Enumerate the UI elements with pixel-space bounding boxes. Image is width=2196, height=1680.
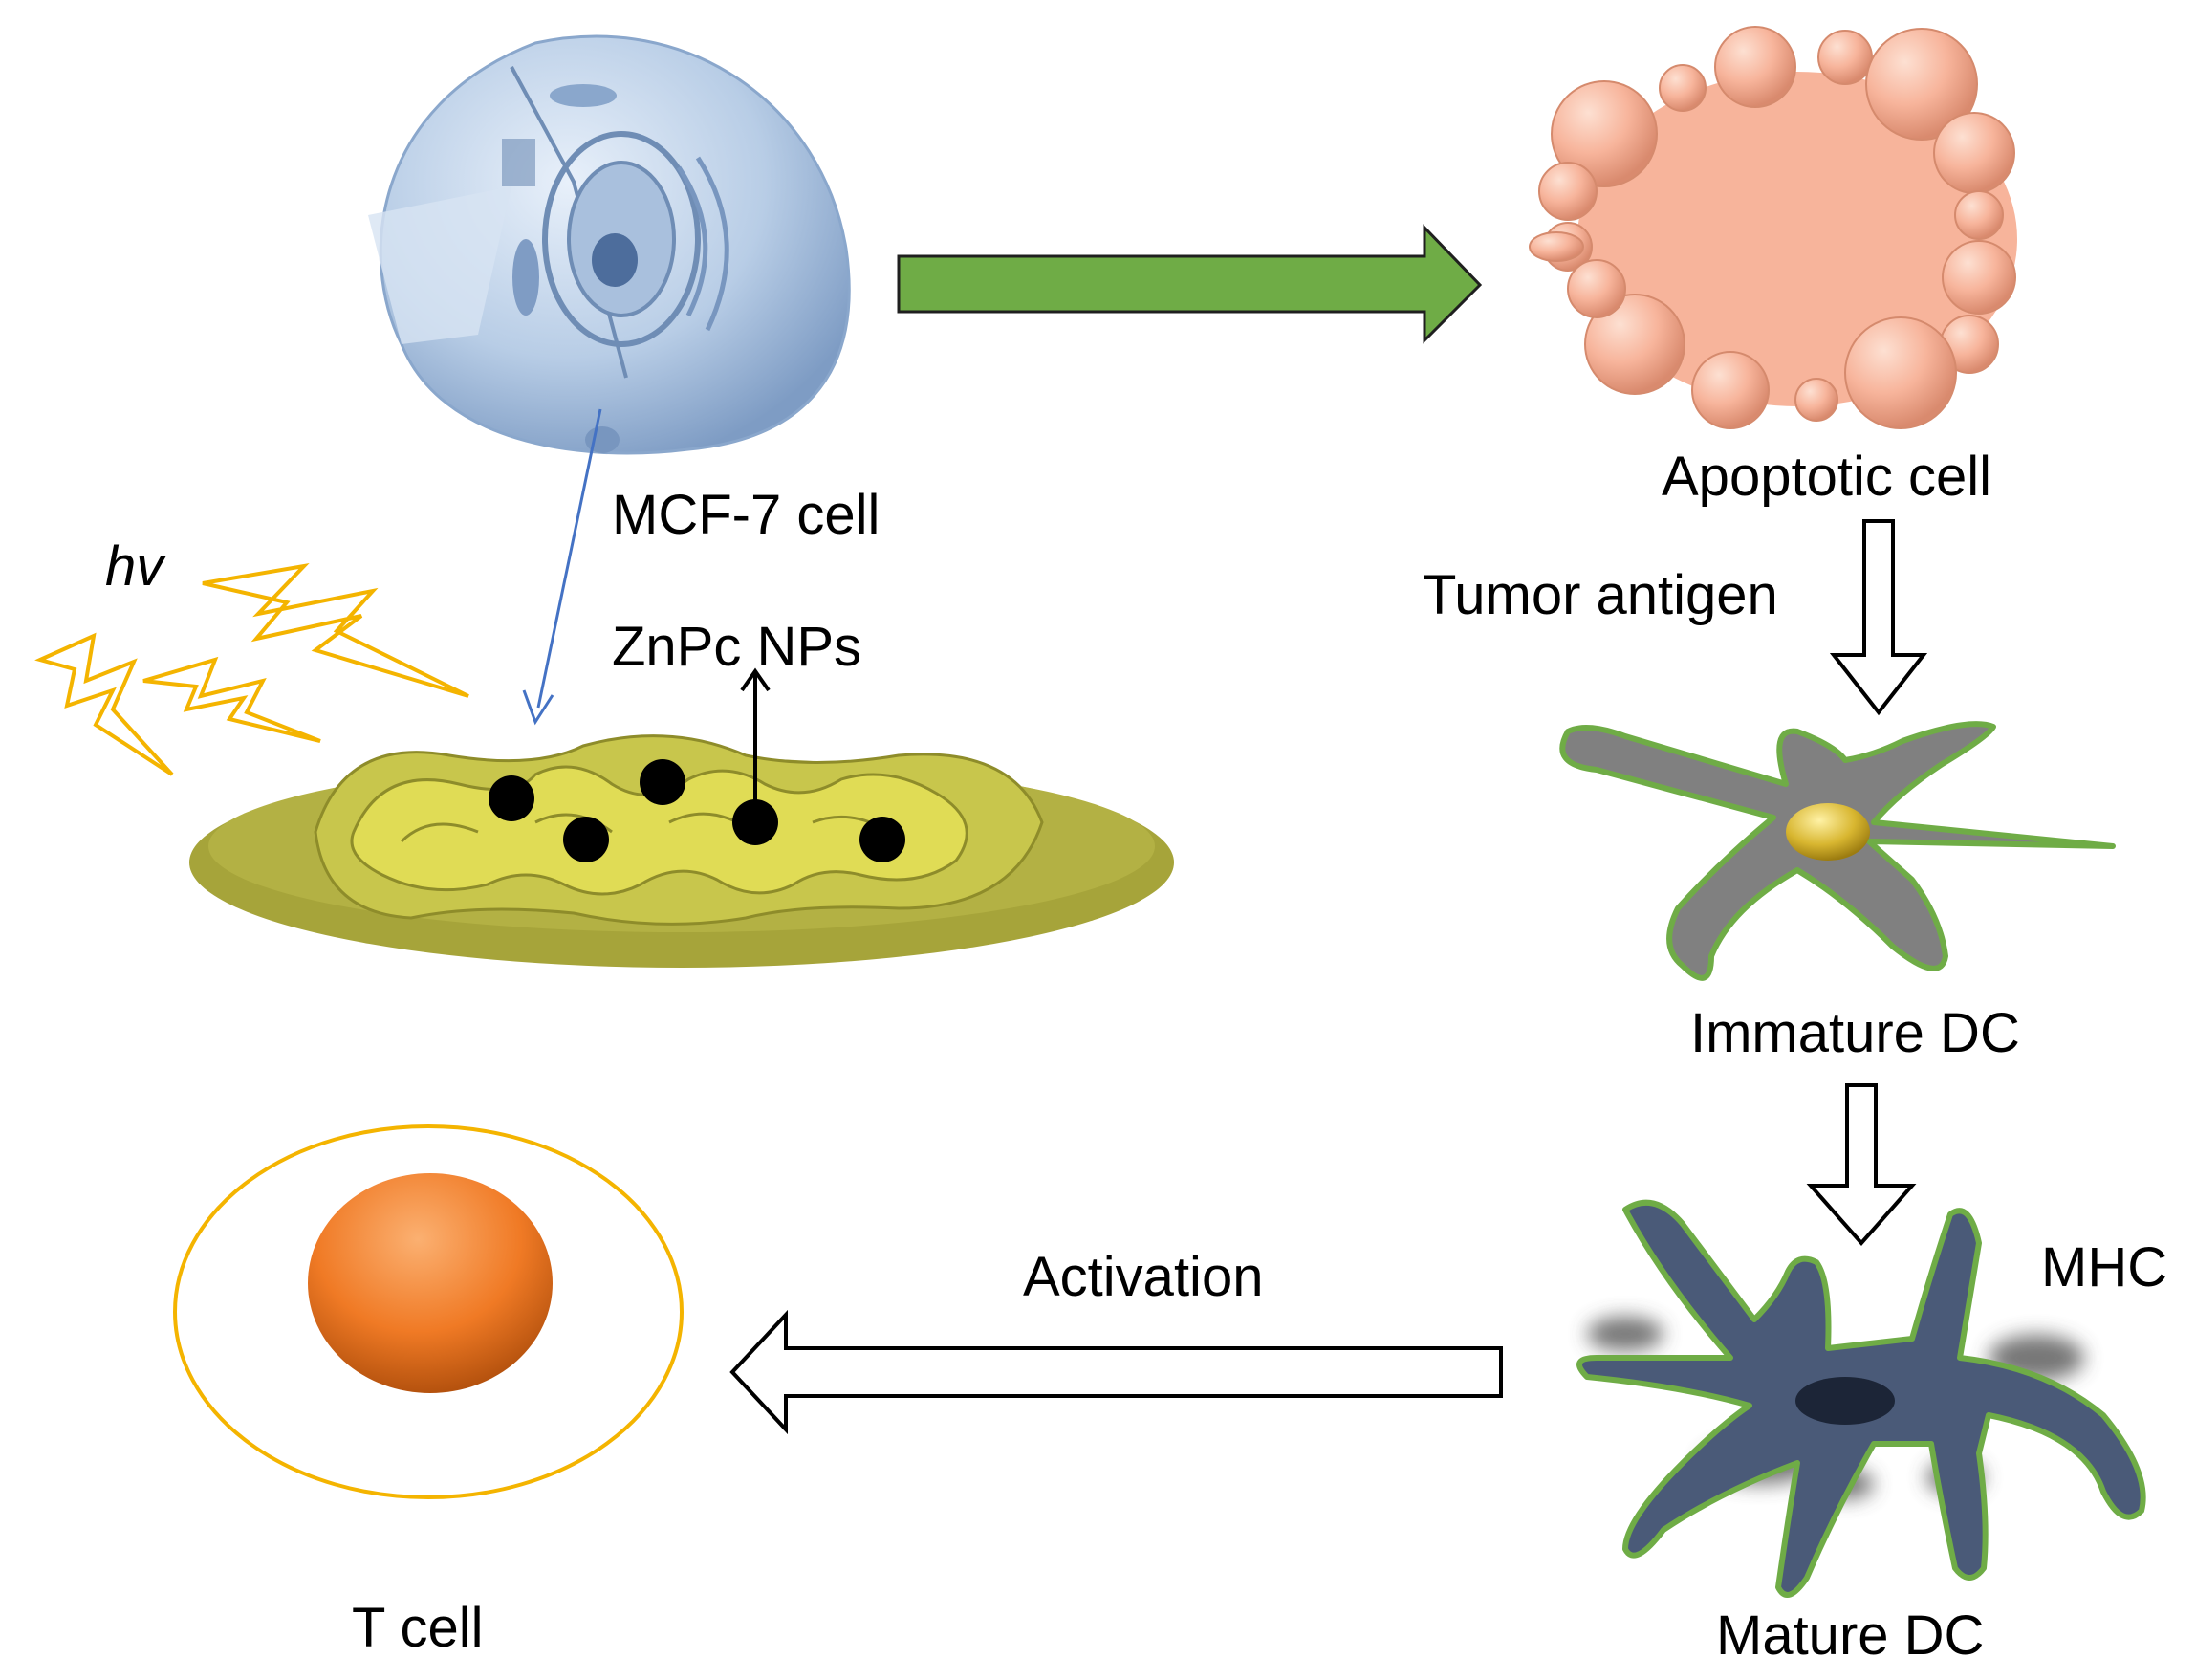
nanoparticle (563, 817, 609, 862)
immature-dc-label: Immature DC (1690, 1002, 2020, 1064)
immature-dc-icon (1559, 721, 2116, 981)
hv-label: hv (105, 535, 166, 598)
down-arrow-2 (1806, 1083, 1917, 1247)
t-cell-icon (173, 1124, 684, 1499)
nanoparticle (640, 759, 685, 805)
mature-dc-label: Mature DC (1716, 1604, 1984, 1667)
znpc-label: ZnPc NPs (612, 616, 861, 678)
green-arrow (897, 224, 1483, 344)
t-cell-label: T cell (352, 1597, 484, 1659)
nanoparticles (489, 759, 905, 862)
mature-dc-icon (1576, 1199, 2146, 1598)
lightning-icon (34, 563, 469, 776)
mcf7-label: MCF-7 cell (612, 484, 880, 546)
nanoparticle (489, 775, 534, 821)
pointer-arrow (522, 408, 602, 726)
nanoparticle (859, 817, 905, 862)
down-arrow-1 (1829, 519, 1928, 716)
mhc-label: MHC (2041, 1236, 2167, 1298)
tumor-antigen-label: Tumor antigen (1423, 564, 1778, 626)
activation-arrow (729, 1309, 1503, 1435)
apoptotic-cell-icon (1529, 26, 2017, 429)
mcf7-cell-icon (368, 34, 851, 455)
activation-label: Activation (1023, 1246, 1263, 1308)
apoptotic-label: Apoptotic cell (1662, 446, 1991, 508)
znpc-pointer-arrow (740, 667, 771, 822)
